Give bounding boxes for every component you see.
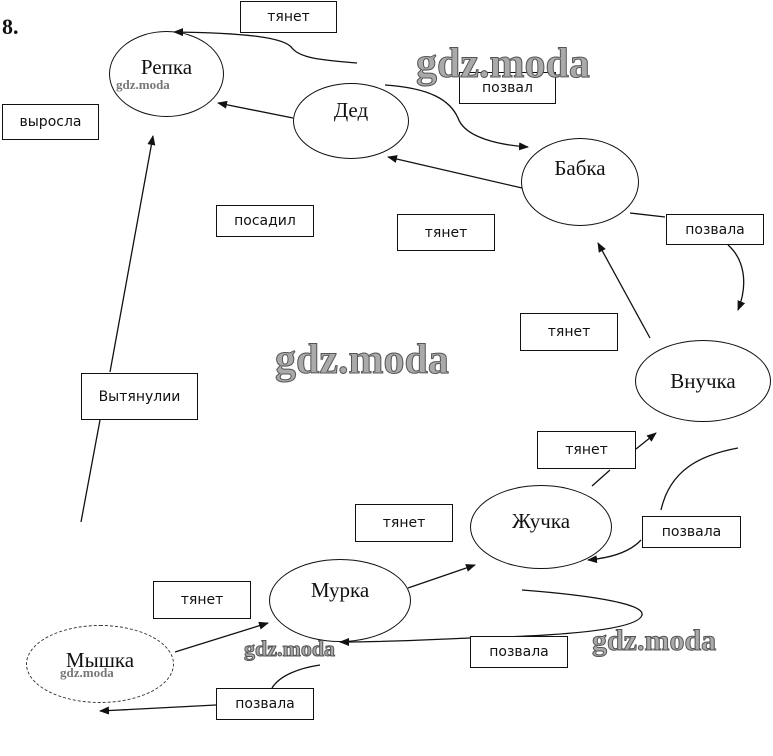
node-ded: Дед xyxy=(293,83,409,159)
arrow-zhuchka-to-murka-pozvala xyxy=(339,589,643,646)
arrow-vnuchka-to-zhuchka-pozvala xyxy=(588,447,739,560)
label-vyrosla: выросла xyxy=(2,104,99,140)
arrow-vnuchka-to-babka xyxy=(597,242,651,339)
node-vnuchka-label: Внучка xyxy=(670,368,736,393)
arrow-ded-to-repka-tyanet xyxy=(173,28,358,64)
arrow-ded-to-babka xyxy=(384,84,529,151)
label-vytyanuli: Вытянулии xyxy=(81,373,198,420)
label-posadil: посадил xyxy=(216,205,314,237)
arrow-ded-to-repka xyxy=(217,100,294,119)
node-zhuchka: Жучка xyxy=(470,485,612,569)
node-babka-label: Бабка xyxy=(554,155,606,180)
label-tyanet-mid: тянет xyxy=(397,214,495,251)
label-tyanet-murka: тянет xyxy=(153,581,251,619)
label-pozvala-murka: позвала xyxy=(216,688,314,720)
node-ded-label: Дед xyxy=(333,97,369,122)
node-myshka: Мышка xyxy=(26,625,174,703)
arrow-zhuchka-to-vnuchka xyxy=(591,433,656,487)
label-tyanet-vnuchka: тянет xyxy=(520,313,618,351)
arrow-myshka-to-murka xyxy=(174,621,269,653)
label-tyanet-zhuchka-up: тянет xyxy=(537,431,636,469)
arrow-to-repka-vytyanuli xyxy=(80,136,153,523)
label-tyanet-zhuchka: тянет xyxy=(355,504,453,542)
label-pozvala-zhuchka: позвала xyxy=(470,636,568,668)
node-zhuchka-label: Жучка xyxy=(511,508,571,533)
label-pozval: позвал xyxy=(459,72,556,104)
node-vnuchka: Внучка xyxy=(635,340,771,422)
label-tyanet-top: тянет xyxy=(240,1,337,33)
node-repka: Репка xyxy=(109,31,224,117)
arrow-murka-to-zhuchka xyxy=(407,564,476,589)
node-babka: Бабка xyxy=(521,138,639,226)
node-murka-label: Мурка xyxy=(310,578,370,602)
task-number: 8. xyxy=(2,14,19,39)
node-murka: Мурка xyxy=(269,559,411,642)
arrow-babka-to-ded xyxy=(387,155,523,189)
node-repka-label: Репка xyxy=(140,54,193,79)
label-pozvala-babka: позвала xyxy=(666,214,764,245)
node-myshka-label: Мышка xyxy=(65,647,135,672)
arrow-babka-to-vnuchka-pozvala xyxy=(629,212,744,310)
arrow-murka-to-myshka-pozvala xyxy=(100,664,321,711)
label-pozvala-vnuchka: позвала xyxy=(642,516,741,548)
